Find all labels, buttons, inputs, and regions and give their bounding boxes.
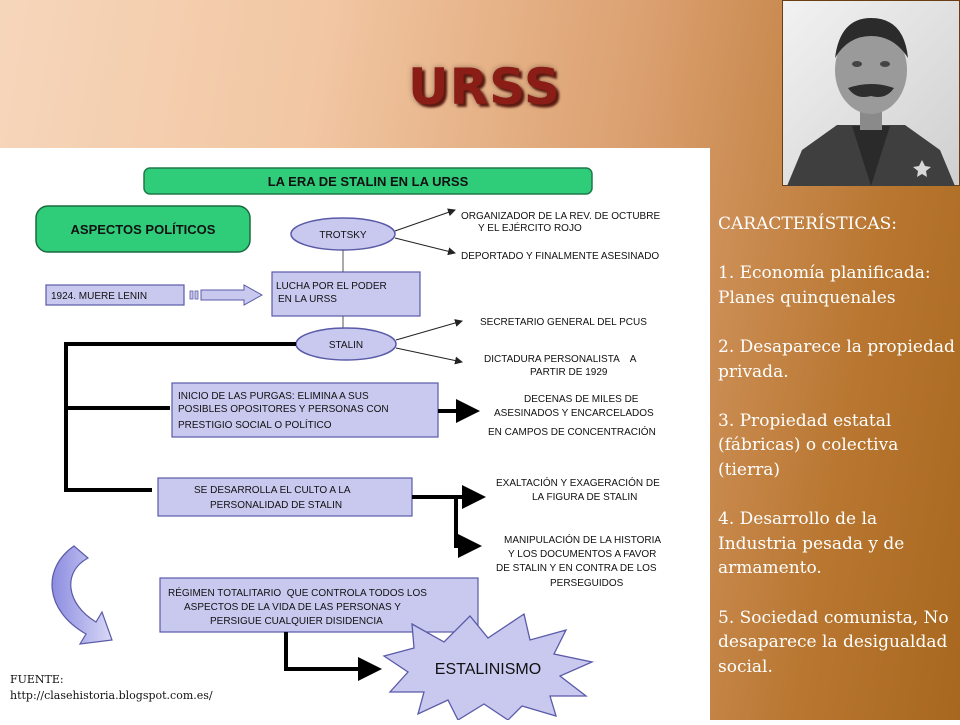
lenin-box bbox=[45, 284, 185, 306]
slide-title: URSS bbox=[408, 58, 561, 116]
manip-line-1: MANIPULACIÓN DE LA HISTORIA bbox=[504, 533, 661, 546]
regimen-line-2: ASPECTOS DE LA VIDA DE LAS PERSONAS Y bbox=[184, 602, 401, 613]
stalin-era-diagram: LA ERA DE STALIN EN LA URSS ASPECTOS POL… bbox=[0, 148, 710, 721]
trotsky-role-1: ORGANIZADOR DE LA REV. DE OCTUBRE bbox=[461, 211, 660, 222]
diagram-header: LA ERA DE STALIN EN LA URSS bbox=[268, 174, 469, 189]
exaltacion-line-2: LA FIGURA DE STALIN bbox=[532, 492, 637, 503]
secretario-label: SECRETARIO GENERAL DEL PCUS bbox=[480, 317, 647, 328]
decenas-line-2: ASESINADOS Y ENCARCELADOS bbox=[494, 408, 654, 419]
culto-line-1: SE DESARROLLA EL CULTO A LA bbox=[194, 485, 351, 496]
manip-line-3: DE STALIN Y EN CONTRA DE LOS bbox=[496, 563, 657, 574]
stalin-portrait bbox=[781, 0, 960, 187]
estalinismo-burst bbox=[382, 612, 595, 721]
source-note: FUENTE: http://clasehistoria.blogspot.co… bbox=[10, 672, 213, 704]
exaltacion-line-1: EXALTACIÓN Y EXAGERACIÓN DE bbox=[496, 476, 660, 489]
purgas-line-1: INICIO DE LAS PURGAS: ELIMINA A SUS bbox=[178, 391, 369, 402]
caracteristica-item-1: 1. Economía planificada: Planes quinquen… bbox=[718, 263, 931, 308]
lucha-box bbox=[271, 271, 421, 317]
culto-line-2: PERSONALIDAD DE STALIN bbox=[210, 500, 342, 511]
decenas-line-3: EN CAMPOS DE CONCENTRACIÓN bbox=[488, 425, 656, 438]
purgas-line-3: PRESTIGIO SOCIAL O POLÍTICO bbox=[178, 418, 332, 431]
source-url[interactable]: http://clasehistoria.blogspot.com.es/ bbox=[10, 689, 213, 702]
caracteristicas-heading: CARACTERÍSTICAS: bbox=[718, 214, 897, 234]
lucha-line-2: EN LA URSS bbox=[278, 294, 337, 305]
manip-line-2: Y LOS DOCUMENTOS A FAVOR bbox=[508, 549, 656, 560]
manip-line-4: PERSEGUIDOS bbox=[550, 578, 624, 589]
caracteristica-item-4: 4. Desarrollo de la Industria pesada y d… bbox=[718, 509, 905, 579]
lenin-label: 1924. MUERE LENIN bbox=[51, 291, 147, 302]
stalin-label: STALIN bbox=[329, 340, 363, 351]
trotsky-label: TROTSKY bbox=[319, 230, 367, 241]
aspectos-box bbox=[35, 205, 251, 253]
regimen-line-1: RÉGIMEN TOTALITARIO QUE CONTROLA TODOS L… bbox=[168, 586, 427, 599]
purgas-box bbox=[171, 382, 439, 438]
purgas-line-2: POSIBLES OPOSITORES Y PERSONAS CON bbox=[178, 404, 389, 415]
curved-arrow bbox=[51, 545, 113, 645]
trotsky-role-2: Y EL EJÉRCITO ROJO bbox=[478, 221, 582, 234]
lucha-line-1: LUCHA POR EL PODER bbox=[276, 281, 387, 292]
regimen-line-3: PERSIGUE CUALQUIER DISIDENCIA bbox=[210, 616, 383, 627]
diagram-header-box bbox=[143, 167, 593, 195]
caracteristicas-list: CARACTERÍSTICAS: 1. Economía planificada… bbox=[718, 212, 956, 679]
aspectos-label: ASPECTOS POLÍTICOS bbox=[71, 222, 216, 237]
trotsky-fate: DEPORTADO Y FINALMENTE ASESINADO bbox=[461, 251, 659, 262]
caracteristica-item-2: 2. Desaparece la propiedad privada. bbox=[718, 336, 955, 382]
source-label: FUENTE: bbox=[10, 673, 64, 686]
regimen-box bbox=[159, 577, 479, 633]
dictadura-line-1: DICTADURA PERSONALISTA A bbox=[484, 354, 637, 365]
dictadura-line-2: PARTIR DE 1929 bbox=[530, 367, 608, 378]
caracteristica-item-5: 5. Sociedad comunista, No desaparece la … bbox=[718, 607, 949, 677]
culto-box bbox=[157, 477, 413, 517]
decenas-line-1: DECENAS DE MILES DE bbox=[524, 394, 639, 405]
caracteristica-item-3: 3. Propiedad estatal (fábricas) o colect… bbox=[718, 410, 899, 480]
estalinismo-label: ESTALINISMO bbox=[435, 661, 541, 678]
